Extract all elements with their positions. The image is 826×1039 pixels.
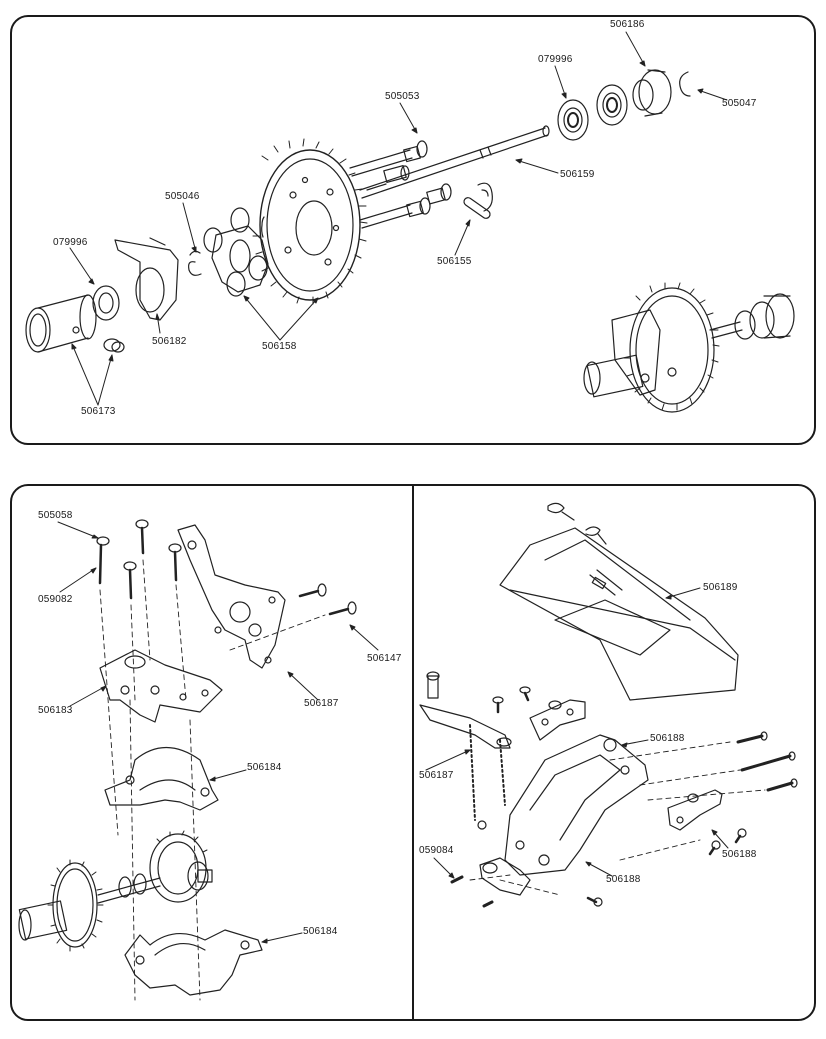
part-label: 506186 bbox=[610, 19, 645, 30]
top-leader-lines bbox=[69, 31, 728, 406]
lower-gear-case-part bbox=[124, 929, 263, 996]
e-clip-part bbox=[679, 71, 691, 97]
left-outdrive-part bbox=[25, 294, 97, 353]
part-label: 505046 bbox=[165, 191, 200, 202]
top-diagram-panel bbox=[10, 15, 816, 445]
motor-plate-part bbox=[177, 524, 286, 669]
part-label: 059082 bbox=[38, 594, 73, 605]
part-label: 506189 bbox=[703, 582, 738, 593]
part-label: 505053 bbox=[385, 91, 420, 102]
part-label: 506147 bbox=[367, 653, 402, 664]
dashed-assembly-guides bbox=[99, 559, 326, 1001]
left-bearing-part bbox=[92, 285, 120, 321]
part-label: 506182 bbox=[152, 336, 187, 347]
bottom-panel-divider bbox=[412, 485, 414, 1020]
part-label: 059084 bbox=[419, 845, 454, 856]
part-label: 506173 bbox=[81, 406, 116, 417]
part-label: 506187 bbox=[419, 770, 454, 781]
rear-wing-part bbox=[499, 527, 739, 701]
screws-set-part bbox=[96, 519, 357, 616]
outdrive-cup-part bbox=[632, 69, 672, 117]
part-label: 506187 bbox=[304, 698, 339, 709]
set-screw-part bbox=[103, 338, 125, 353]
wing-bracket-right-part bbox=[667, 789, 723, 831]
wing-strut-part bbox=[419, 671, 512, 821]
bottom-right-leader-lines bbox=[425, 587, 729, 879]
lower-diff-assembly-part bbox=[18, 830, 213, 952]
part-label: 506188 bbox=[606, 874, 641, 885]
axle-shaft-part bbox=[359, 125, 550, 199]
part-label: 506184 bbox=[303, 926, 338, 937]
right-screws-part bbox=[450, 686, 798, 908]
gear-bolts-part bbox=[349, 140, 452, 229]
part-label: 506158 bbox=[262, 341, 297, 352]
right-dashed-guides bbox=[469, 741, 766, 896]
part-label: 506183 bbox=[38, 705, 73, 716]
part-label: 079996 bbox=[538, 54, 573, 65]
diff-mount-part bbox=[99, 649, 223, 723]
part-label: 079996 bbox=[53, 237, 88, 248]
pin-and-clip-part bbox=[463, 182, 493, 219]
spur-gear-part bbox=[252, 138, 368, 305]
lower-mount-part bbox=[479, 857, 531, 896]
part-label: 505047 bbox=[722, 98, 757, 109]
assembled-axle-view bbox=[583, 282, 795, 413]
part-label: 506184 bbox=[247, 762, 282, 773]
diff-carrier-part bbox=[188, 207, 269, 297]
part-label: 506188 bbox=[722, 849, 757, 860]
part-label: 505058 bbox=[38, 510, 73, 521]
part-label: 506188 bbox=[650, 733, 685, 744]
wing-mount-part bbox=[504, 734, 649, 876]
bottom-left-leader-lines bbox=[57, 521, 379, 944]
wing-bracket-top-part bbox=[529, 699, 586, 741]
part-label: 506159 bbox=[560, 169, 595, 180]
body-clips-part bbox=[547, 502, 607, 545]
bearing-pair-part bbox=[557, 84, 628, 141]
bearing-housing-part bbox=[114, 237, 179, 321]
part-label: 506155 bbox=[437, 256, 472, 267]
upper-gear-case-part bbox=[104, 747, 219, 811]
